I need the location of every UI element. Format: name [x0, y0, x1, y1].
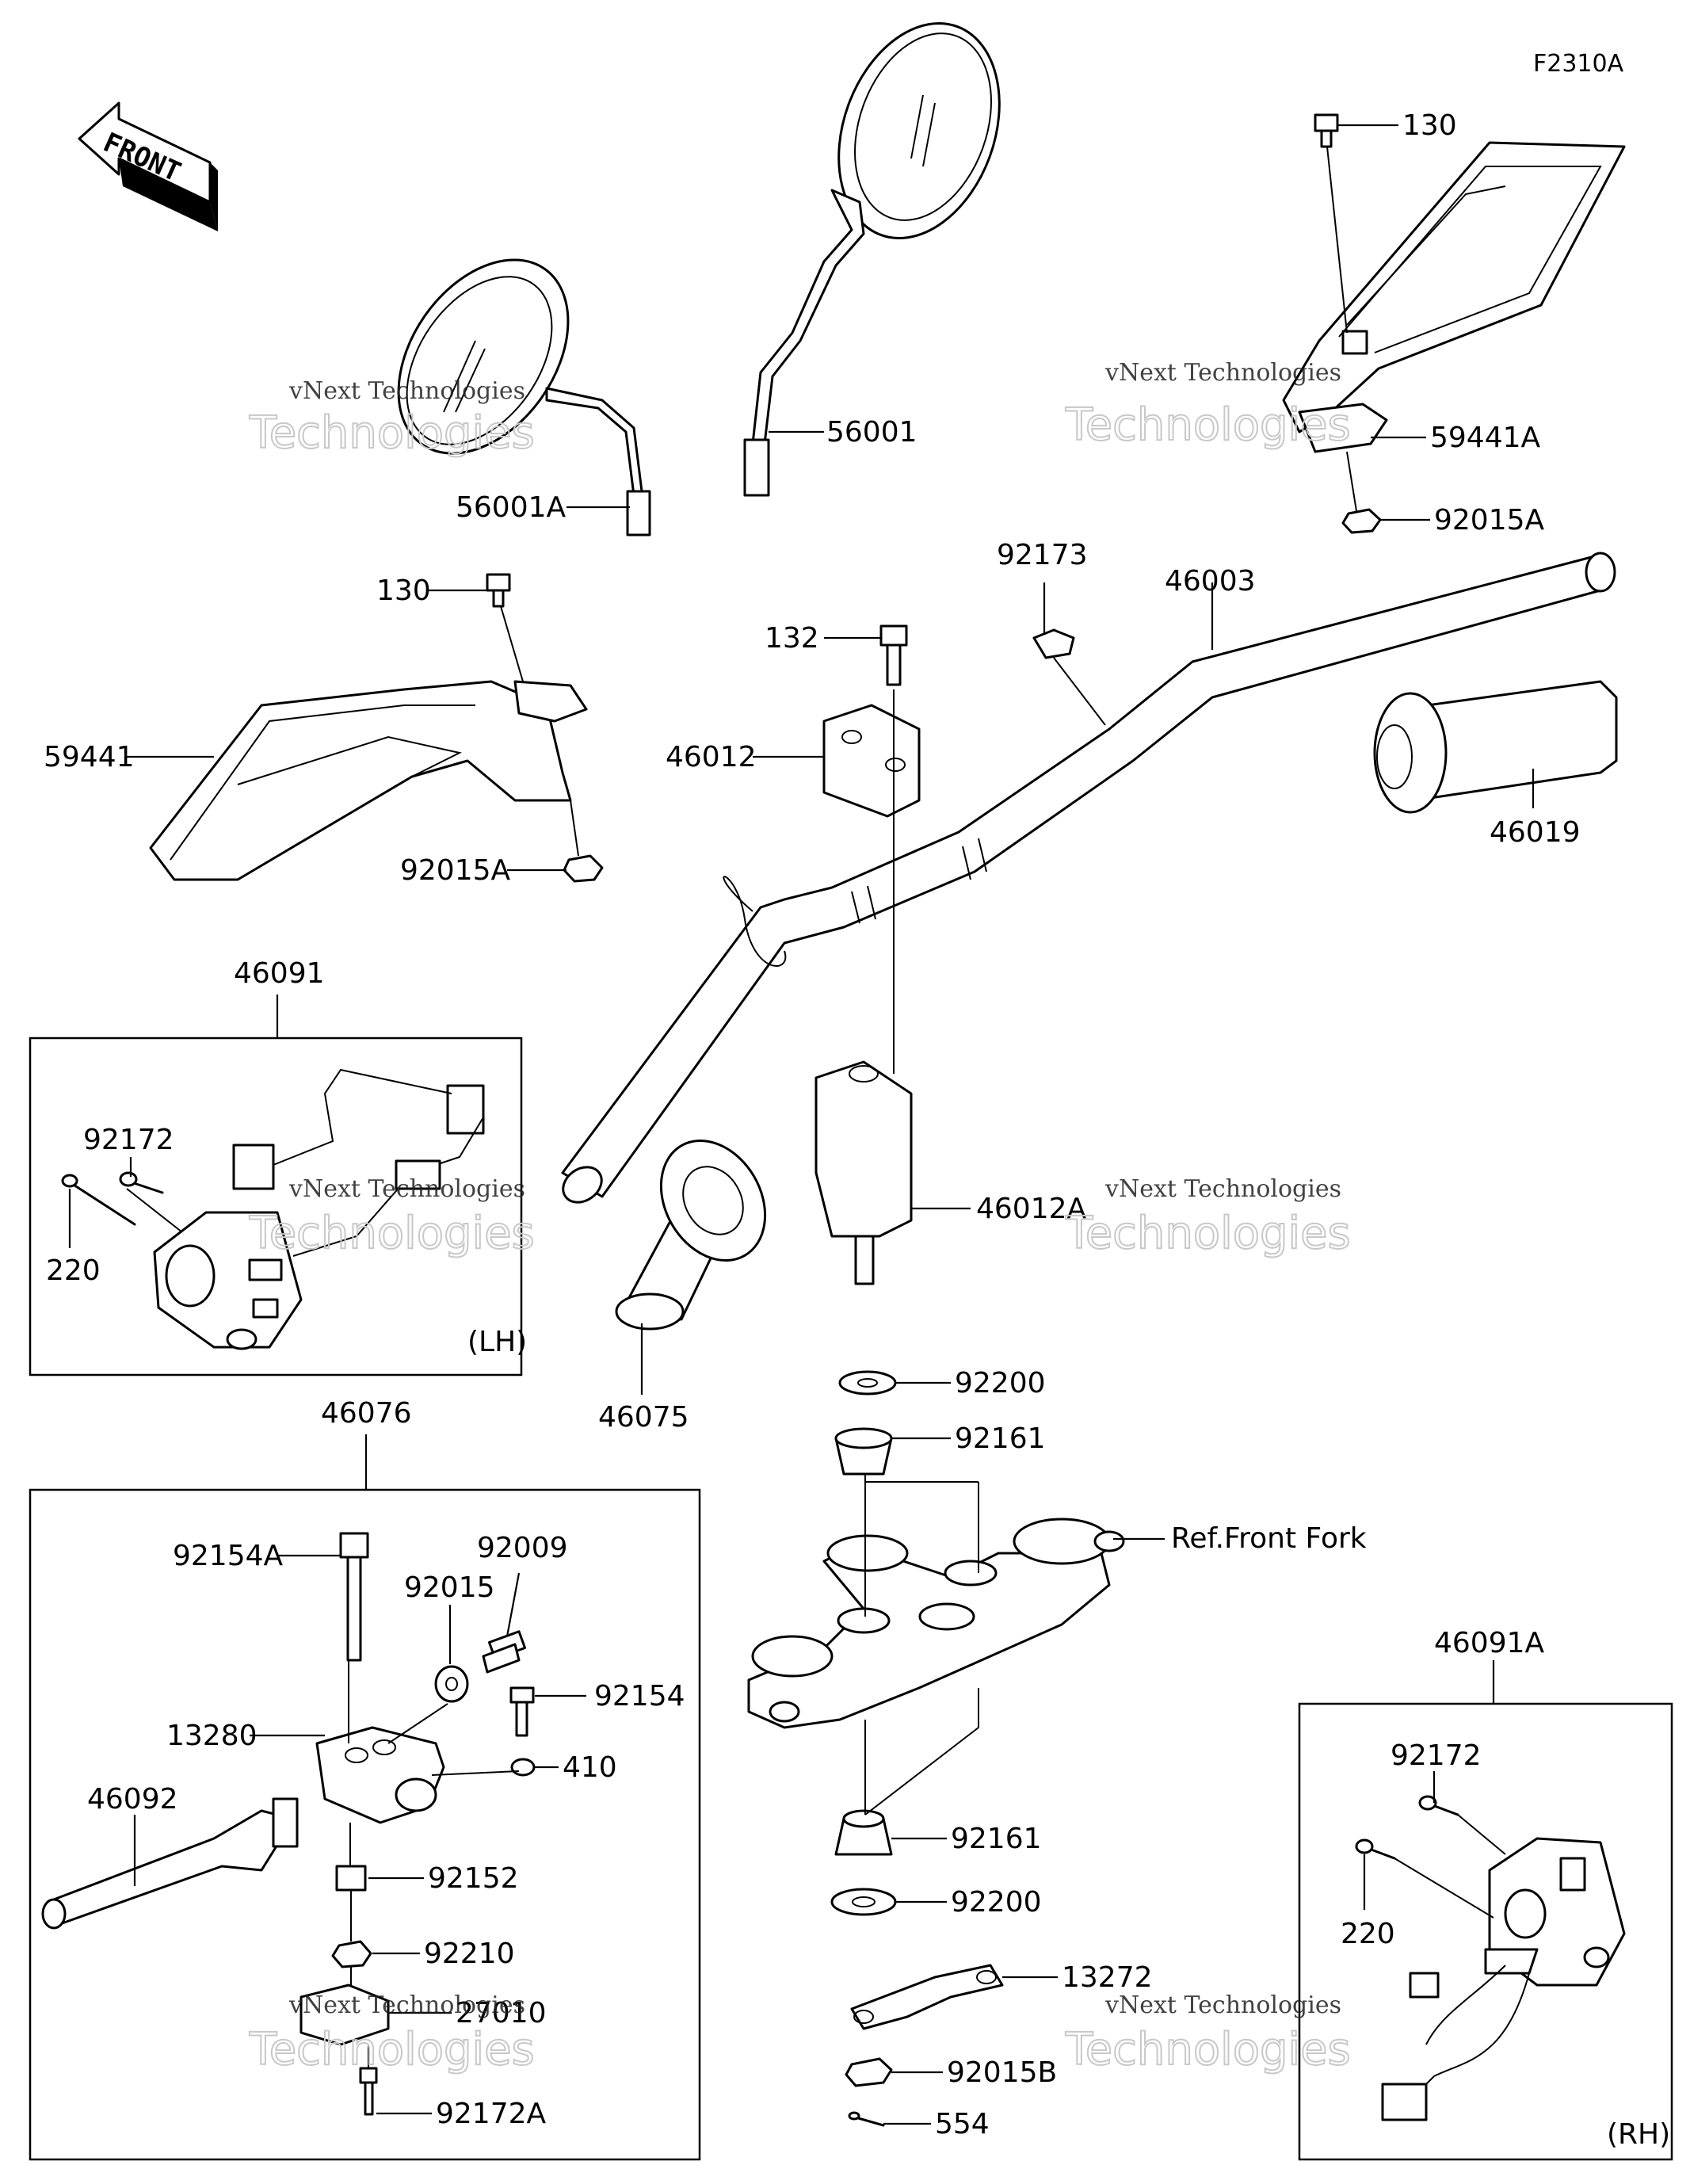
- label-92172-left: 92172: [83, 1124, 174, 1156]
- mirror-56001: [743, 21, 1001, 497]
- front-arrow-icon: FRONT: [78, 101, 218, 231]
- watermark-line2: Technologies: [249, 1208, 535, 1259]
- label-46075: 46075: [598, 1401, 689, 1434]
- bolt-132: [879, 624, 908, 686]
- label-92161-top: 92161: [955, 1422, 1046, 1455]
- label-92172a: 92172A: [436, 2098, 547, 2130]
- label-92172-right: 92172: [1391, 1739, 1482, 1772]
- bushing-92161-top: [834, 1427, 893, 1476]
- hand-guard-59441a: [1282, 141, 1626, 453]
- label-56001a: 56001A: [456, 491, 567, 524]
- label-554: 554: [935, 2108, 990, 2140]
- label-92154a: 92154A: [173, 1540, 284, 1572]
- watermark-line1: vNext Technologies: [288, 1175, 525, 1203]
- bolt-130-left: [486, 573, 511, 608]
- bushing-92161-bottom: [834, 1809, 893, 1856]
- label-92015a-left: 92015A: [400, 854, 511, 887]
- watermark-line1: vNext Technologies: [1104, 1991, 1341, 2019]
- label-130-left: 130: [376, 575, 431, 607]
- label-46092: 46092: [87, 1783, 178, 1816]
- label-92152: 92152: [428, 1862, 519, 1895]
- leader-lines: [68, 124, 1535, 2125]
- reference-label: Ref.Front Fork: [1171, 1522, 1367, 1555]
- grip-46019: [1373, 680, 1618, 814]
- plate-13272: [850, 1964, 1004, 2030]
- part-labels: 130 56001 56001A 59441A 92015A 92173 460…: [44, 109, 1581, 2140]
- rh-label: (RH): [1607, 2118, 1670, 2151]
- clamp-46012a: [814, 1060, 913, 1285]
- guide-lines: [126, 146, 1506, 2068]
- pin-554: [848, 2111, 885, 2127]
- label-92200-top: 92200: [955, 1367, 1046, 1399]
- label-92015a-right: 92015A: [1434, 504, 1545, 536]
- mirror-56001a: [397, 258, 651, 536]
- label-59441: 59441: [44, 741, 135, 773]
- watermark-line1: vNext Technologies: [288, 1991, 525, 2019]
- label-92015b: 92015B: [947, 2056, 1057, 2089]
- watermark-line2: Technologies: [1065, 1208, 1351, 1259]
- label-92173: 92173: [997, 539, 1088, 571]
- nut-92015b: [845, 2057, 893, 2087]
- handlebar-46003: [561, 552, 1616, 1204]
- label-92210: 92210: [424, 1938, 515, 1970]
- lh-switch-box: (LH): [29, 1037, 527, 1376]
- label-410: 410: [563, 1751, 617, 1784]
- label-46091: 46091: [234, 957, 325, 990]
- label-27010: 27010: [456, 1997, 547, 2029]
- watermark-line2: Technologies: [249, 2024, 535, 2075]
- watermark-line1: vNext Technologies: [1104, 359, 1341, 387]
- watermark-line1: vNext Technologies: [288, 377, 525, 405]
- lh-label: (LH): [467, 1326, 527, 1358]
- watermark-line2: Technologies: [1065, 399, 1351, 451]
- label-46003: 46003: [1165, 565, 1256, 598]
- label-59441a: 59441A: [1430, 422, 1541, 454]
- clamp-92173: [1032, 628, 1075, 659]
- label-92161-bottom: 92161: [951, 1823, 1042, 1855]
- label-92015: 92015: [404, 1571, 495, 1604]
- label-46076: 46076: [321, 1397, 412, 1430]
- lever-assembly-box: [29, 1488, 701, 2161]
- label-92009: 92009: [477, 1532, 568, 1564]
- label-130-right: 130: [1402, 109, 1457, 142]
- label-13280: 13280: [166, 1720, 258, 1752]
- clamp-46012: [822, 704, 921, 818]
- rh-switch-box: (RH): [1298, 1702, 1673, 2161]
- watermark-line2: Technologies: [1065, 2024, 1351, 2075]
- label-13272: 13272: [1062, 1961, 1153, 1994]
- label-46091a: 46091A: [1434, 1627, 1545, 1659]
- grip-46075: [615, 1140, 767, 1331]
- watermark-line1: vNext Technologies: [1104, 1175, 1341, 1203]
- label-46019: 46019: [1490, 816, 1581, 849]
- label-132: 132: [765, 622, 819, 655]
- figure-code: F2310A: [1533, 50, 1624, 78]
- label-220-left: 220: [46, 1254, 101, 1287]
- watermark-line2: Technologies: [249, 407, 535, 459]
- triple-clamp: [747, 1518, 1125, 1729]
- label-46012: 46012: [666, 741, 757, 773]
- label-220-right: 220: [1341, 1918, 1395, 1950]
- hand-guard-59441: [149, 680, 588, 881]
- nut-92015a-left: [563, 854, 604, 883]
- label-92200-bottom: 92200: [951, 1886, 1042, 1919]
- label-56001: 56001: [826, 416, 917, 449]
- washer-92200-top: [838, 1370, 897, 1396]
- watermarks: vNext Technologies Technologies vNext Te…: [248, 359, 1352, 2076]
- washer-92200-bottom: [830, 1888, 897, 1916]
- label-46012a: 46012A: [976, 1193, 1087, 1225]
- nut-92015a-right: [1341, 508, 1382, 534]
- label-92154: 92154: [594, 1680, 685, 1712]
- bolt-130-right: [1314, 113, 1339, 148]
